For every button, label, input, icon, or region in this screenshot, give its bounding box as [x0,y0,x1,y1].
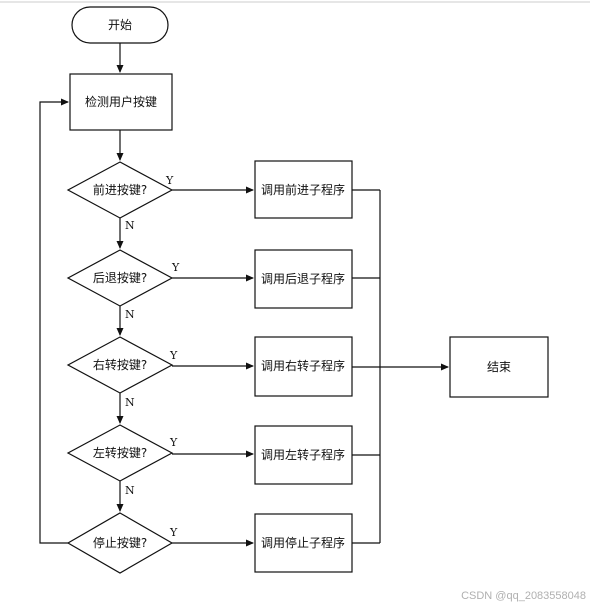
process-forward-label: 调用前进子程序 [261,182,345,197]
process-backward [254,249,353,309]
no-label-forward: N [125,219,135,232]
decision-stop [66,512,174,574]
process-right-label: 调用右转子程序 [261,358,345,373]
process-forward [254,160,353,219]
no-label-right: N [125,396,135,409]
process-stop [254,513,353,573]
detect-label: 检测用户按键 [85,94,157,109]
process-left-label: 调用左转子程序 [261,447,345,462]
decision-left-label: 左转按键? [93,445,147,460]
process-backward-label: 调用后退子程序 [261,271,345,286]
no-label-left: N [125,484,135,497]
process-stop-label: 调用停止子程序 [261,535,345,550]
decision-stop-label: 停止按键? [93,535,147,550]
decision-backward-label: 后退按键? [93,271,147,285]
loop-back-line [39,98,69,544]
end-label: 结束 [487,360,511,374]
decision-right-label: 右转按键? [93,357,147,372]
yes-label-left: Y [169,436,178,449]
yes-label-backward: Y [171,261,180,274]
yes-label-forward: Y [165,174,174,187]
yes-label-stop: Y [169,526,178,539]
decision-forward-label: 前进按键? [93,182,147,197]
process-left [254,425,353,485]
watermark: CSDN @qq_2083558048 [461,590,586,602]
no-label-backward: N [125,308,135,321]
start-label: 开始 [108,18,132,32]
yes-label-right: Y [169,349,178,362]
detect-process [69,73,173,131]
end-box [449,336,549,398]
